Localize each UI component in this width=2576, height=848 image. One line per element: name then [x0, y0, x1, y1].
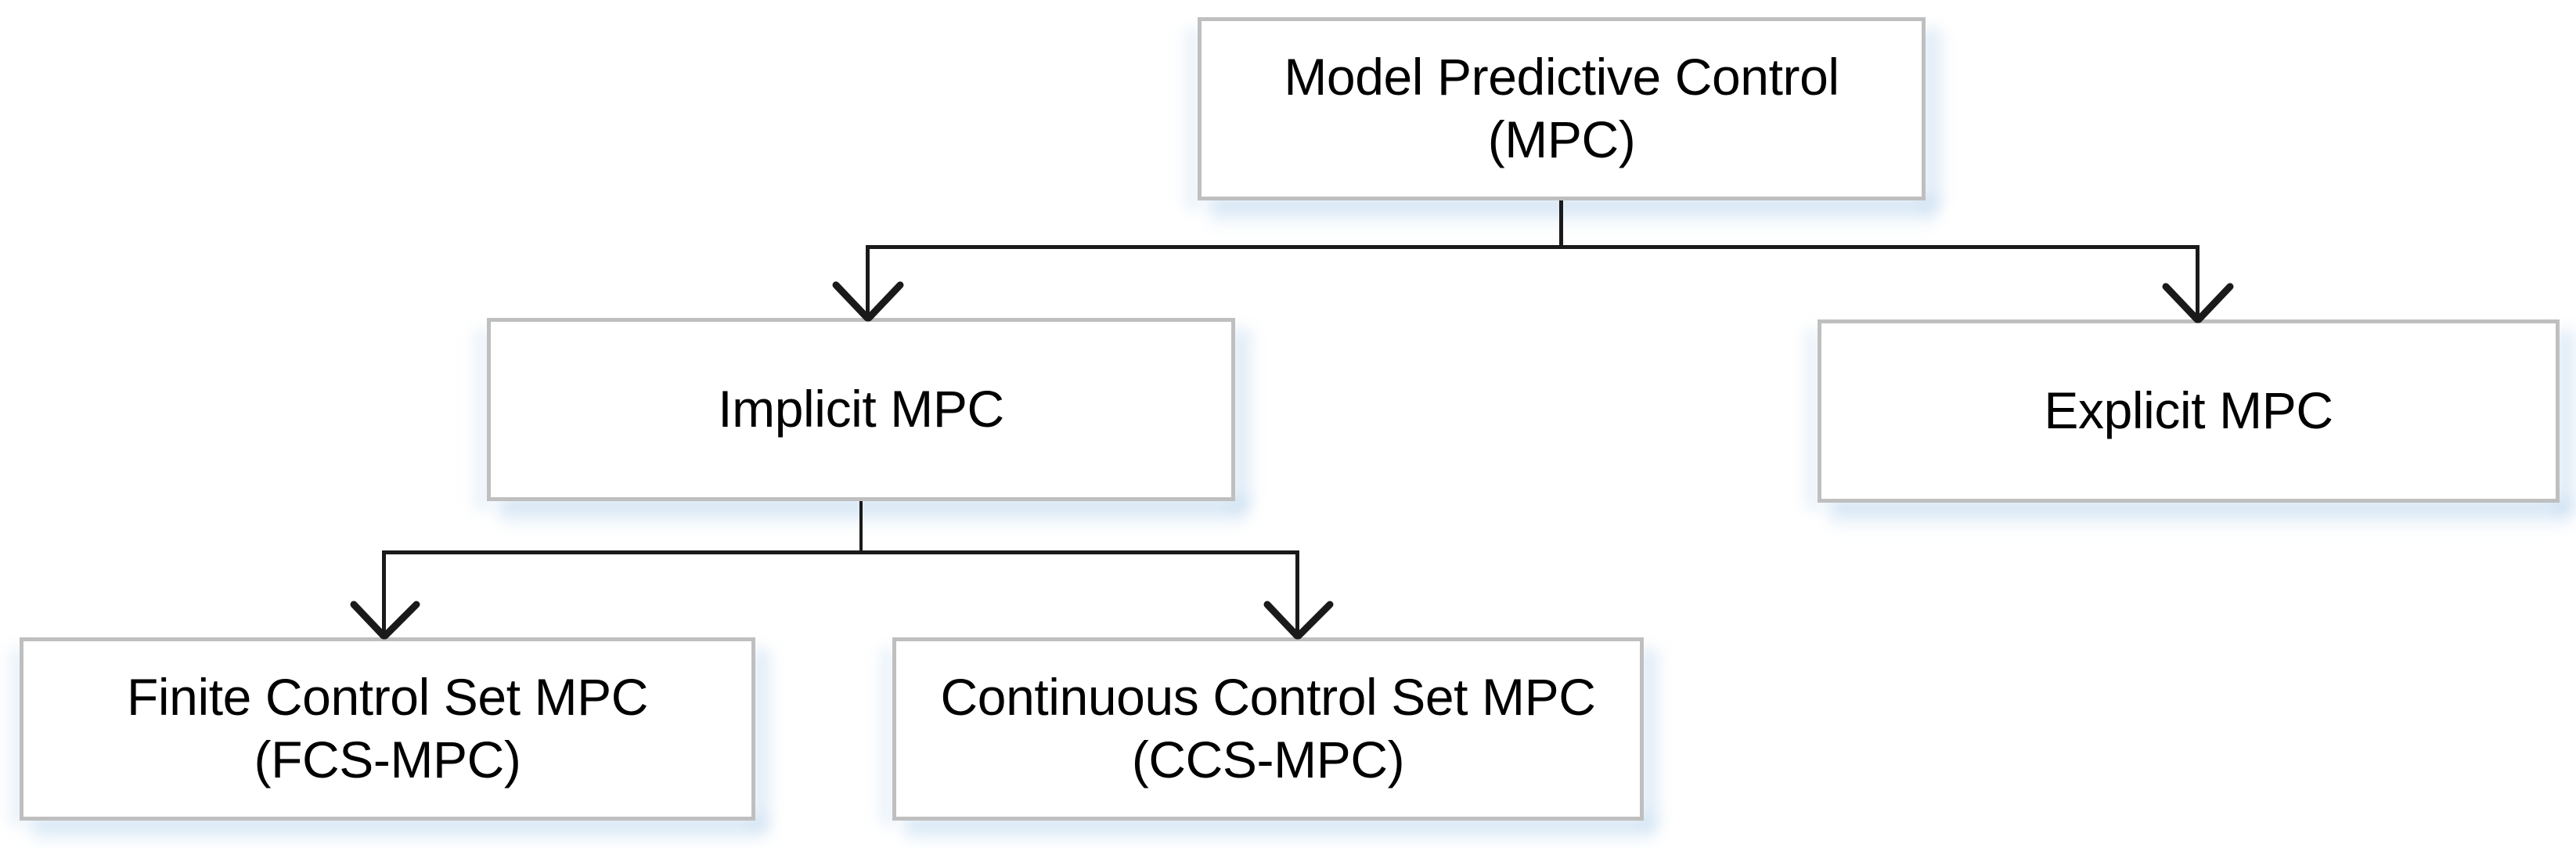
node-explicit-mpc[interactable]: Explicit MPC	[1818, 319, 2560, 503]
explicit-node-shadow-right	[2558, 330, 2576, 512]
arrowhead-to-explicit	[2162, 283, 2234, 323]
node-label-explicit-mpc: Explicit MPC	[2044, 381, 2333, 440]
arrowhead-to-fcs	[350, 601, 420, 640]
explicit-node-shadow	[1829, 500, 2571, 536]
implicit-node-shadow	[499, 498, 1246, 534]
node-label-ccs-mpc: Continuous Control Set MPC (CCS-MPC)	[940, 668, 1596, 788]
edge-root-stem	[1559, 200, 1563, 249]
edge-implicit-stem	[859, 501, 863, 553]
node-label-implicit-mpc: Implicit MPC	[718, 380, 1004, 438]
explicit-node-shadow-left	[1800, 329, 1819, 511]
ccs-node-shadow-left	[875, 648, 894, 825]
node-fcs-mpc[interactable]: Finite Control Set MPC (FCS-MPC)	[20, 637, 755, 821]
edge-root-to-explicit-drop	[2196, 245, 2200, 319]
root-node-shadow	[1209, 197, 1936, 233]
implicit-node-shadow-right	[1234, 329, 1257, 511]
fcs-node-shadow-right	[754, 648, 776, 825]
node-implicit-mpc[interactable]: Implicit MPC	[487, 318, 1235, 501]
node-label-model-predictive-control: Model Predictive Control (MPC)	[1284, 48, 1839, 168]
node-label-fcs-mpc: Finite Control Set MPC (FCS-MPC)	[126, 668, 649, 788]
edge-root-bus	[866, 245, 2200, 249]
edge-implicit-to-ccs-drop	[1295, 550, 1299, 637]
arrowhead-to-ccs	[1263, 601, 1334, 640]
root-node-shadow-right	[1924, 28, 1947, 210]
edge-implicit-bus	[382, 550, 1299, 554]
edge-root-to-implicit-drop	[866, 245, 870, 317]
implicit-node-shadow-left	[470, 329, 488, 511]
fcs-node-shadow	[31, 817, 767, 848]
ccs-node-shadow-right	[1642, 648, 1664, 825]
edge-implicit-to-fcs-drop	[382, 550, 386, 637]
root-node-shadow-left	[1180, 28, 1199, 210]
ccs-node-shadow	[904, 817, 1655, 848]
arrowhead-to-implicit	[832, 281, 904, 322]
node-model-predictive-control[interactable]: Model Predictive Control (MPC)	[1198, 17, 1926, 200]
node-ccs-mpc[interactable]: Continuous Control Set MPC (CCS-MPC)	[892, 637, 1644, 821]
